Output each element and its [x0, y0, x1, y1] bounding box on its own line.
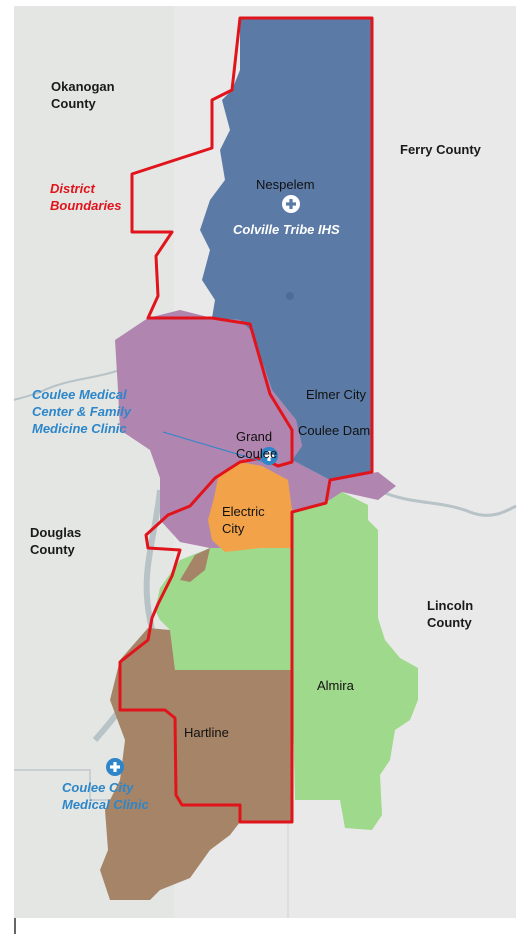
pointer-line — [162, 431, 265, 463]
county-label-douglas: Douglas County — [30, 525, 82, 557]
place-label-coulee-dam: Coulee Dam — [298, 423, 371, 438]
county-label-lincoln: Lincoln County — [427, 598, 474, 630]
place-label-electric-city: Electric City — [222, 504, 265, 536]
region-green — [155, 492, 418, 830]
region-purple — [115, 310, 396, 548]
region-blue — [200, 18, 372, 480]
facility-label-coulee-city: Coulee City Medical Clinic — [62, 780, 149, 812]
place-label-nespelem: Nespelem — [256, 177, 315, 192]
county-label-ferry: Ferry County — [400, 142, 481, 157]
place-label-elmer-city: Elmer City — [306, 387, 366, 402]
place-label-almira: Almira — [317, 678, 354, 693]
place-label-hartline: Hartline — [184, 725, 229, 740]
medical-cross-icon — [106, 758, 124, 776]
district-boundary-line — [118, 16, 374, 824]
region-orange — [208, 462, 292, 552]
district-boundaries-label: District Boundaries — [50, 181, 122, 213]
river-east — [377, 488, 517, 517]
medical-cross-icon — [260, 447, 278, 465]
place-label-grand-coulee: Grand Coulee — [236, 429, 278, 461]
facility-label-colville: Colville Tribe IHS — [233, 222, 340, 237]
lake-dot — [286, 292, 294, 300]
region-brown — [100, 628, 292, 900]
facility-label-coulee-medical: Coulee Medical Center & Family Medicine … — [32, 387, 131, 436]
medical-cross-icon — [282, 195, 300, 213]
river-west — [13, 369, 121, 401]
region-brown-north — [180, 548, 210, 582]
county-label-okanogan: Okanogan County — [51, 79, 115, 111]
